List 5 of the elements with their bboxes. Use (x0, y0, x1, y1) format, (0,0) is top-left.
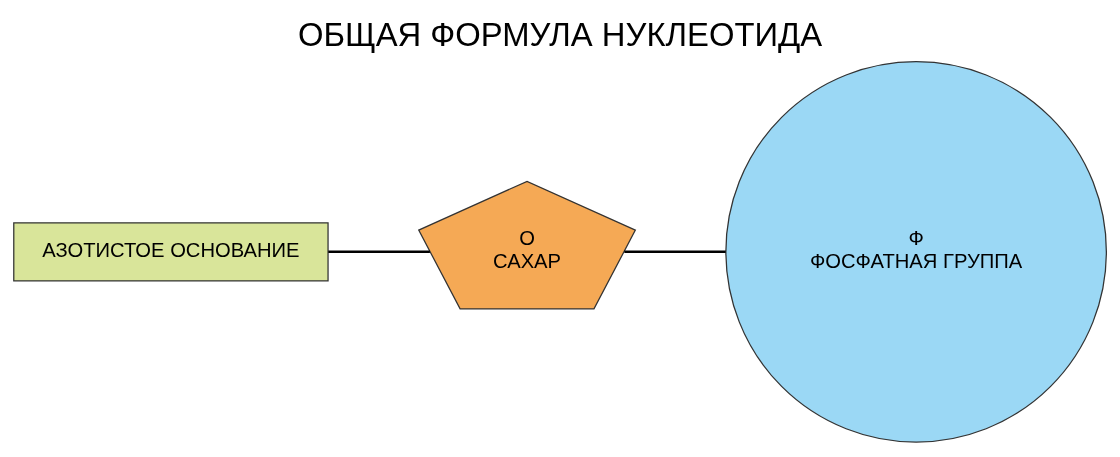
node-circle: Ф ФОСФАТНАЯ ГРУППА (725, 61, 1107, 443)
diagram-title: ОБЩАЯ ФОРМУЛА НУКЛЕОТИДА (297, 16, 823, 54)
node-box: АЗОТИСТОЕ ОСНОВАНИЕ (13, 222, 329, 282)
connector (328, 250, 430, 254)
connector (624, 250, 726, 254)
